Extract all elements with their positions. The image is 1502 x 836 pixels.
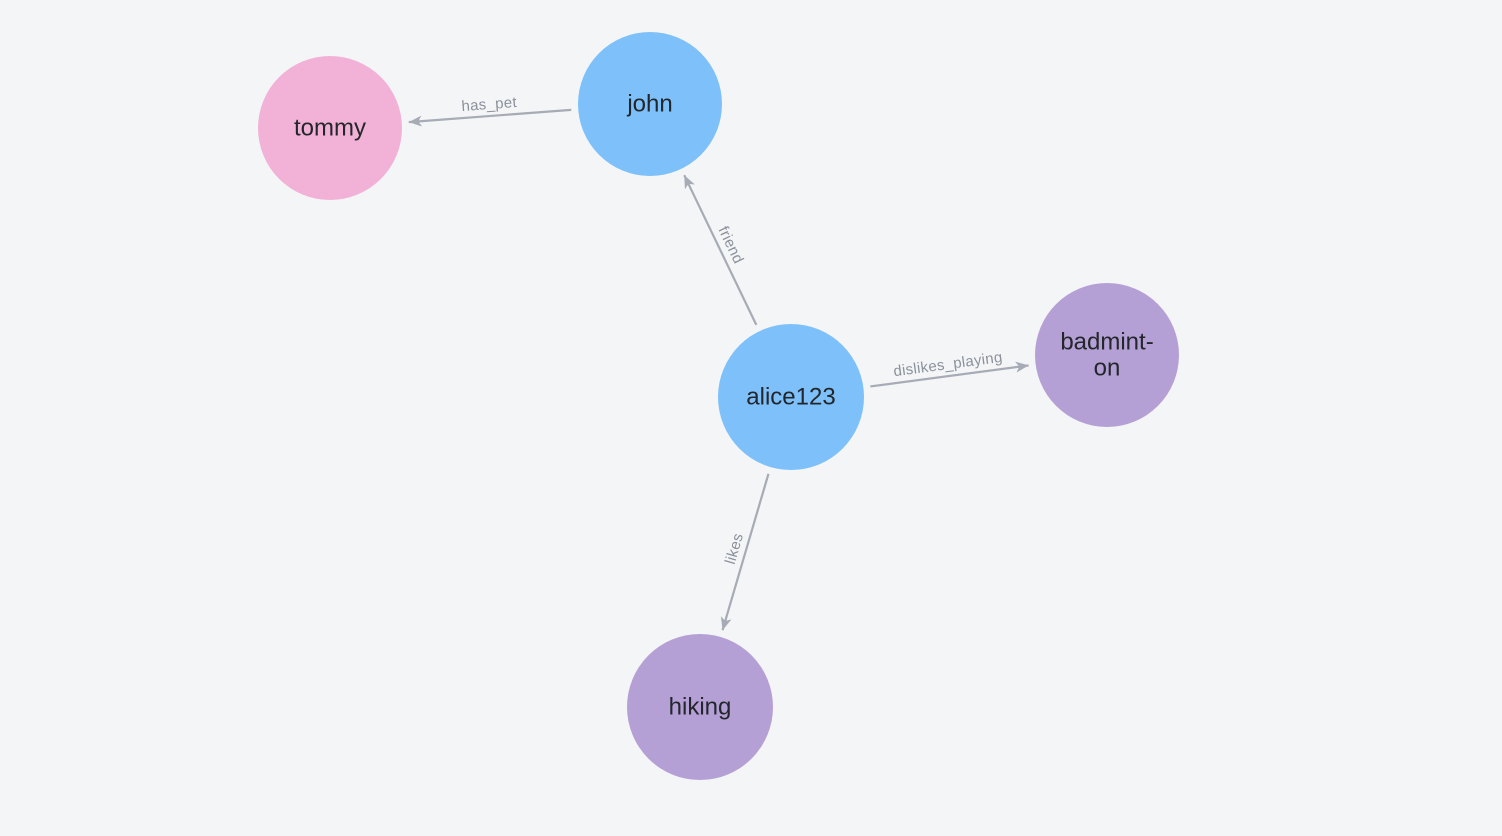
- node-caption-badminton-line-1: on: [1094, 355, 1121, 382]
- node-circle-john[interactable]: [578, 32, 722, 176]
- node-alice123[interactable]: alice123: [718, 324, 864, 470]
- node-circle-alice123[interactable]: [718, 324, 864, 470]
- edge-label-friend[interactable]: friend: [714, 224, 746, 267]
- node-caption-badminton-line-0: badmint-: [1060, 329, 1153, 356]
- node-circle-badminton[interactable]: [1035, 283, 1179, 427]
- node-caption-john-line-0: john: [626, 91, 672, 118]
- node-caption-alice123-line-0: alice123: [746, 384, 835, 411]
- edge-has_pet[interactable]: has_pet: [408, 94, 572, 127]
- edge-line-likes[interactable]: [720, 473, 770, 631]
- edge-friend[interactable]: friend: [683, 174, 758, 326]
- edge-line-friend[interactable]: [683, 174, 758, 326]
- edge-dislikes_playing[interactable]: dislikes_playing: [870, 349, 1029, 388]
- node-hiking[interactable]: hiking: [627, 634, 773, 780]
- node-badminton[interactable]: badmint-on: [1035, 283, 1179, 427]
- edge-likes[interactable]: likes: [720, 473, 770, 631]
- nodes-layer: tommy john alice123 badmint-on hiking: [258, 32, 1179, 780]
- node-caption-tommy-line-0: tommy: [294, 115, 366, 142]
- node-tommy[interactable]: tommy: [258, 56, 402, 200]
- edge-label-has_pet[interactable]: has_pet: [461, 94, 518, 115]
- node-john[interactable]: john: [578, 32, 722, 176]
- edge-line-dislikes_playing[interactable]: [870, 361, 1029, 388]
- node-caption-hiking-line-0: hiking: [669, 694, 732, 721]
- node-circle-tommy[interactable]: [258, 56, 402, 200]
- edge-line-has_pet[interactable]: [408, 108, 572, 127]
- node-circle-hiking[interactable]: [627, 634, 773, 780]
